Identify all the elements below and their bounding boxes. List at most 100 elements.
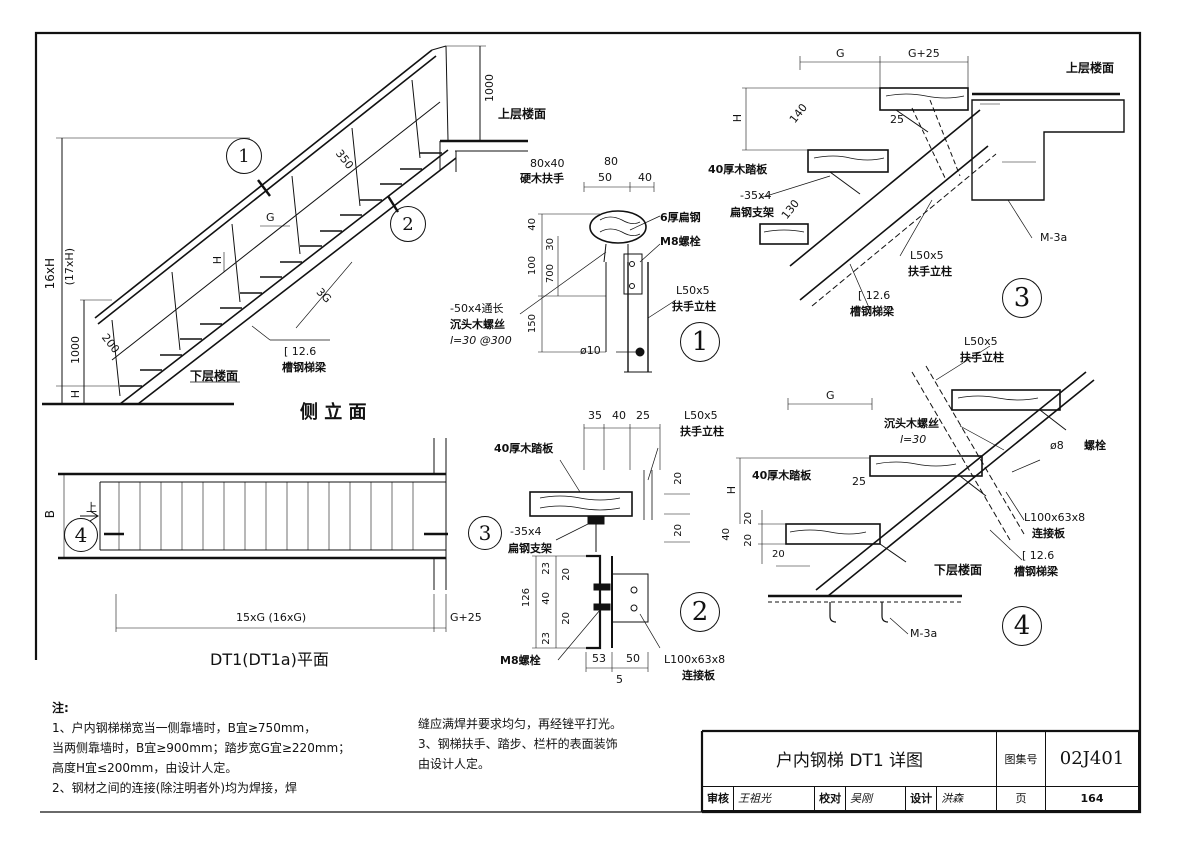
d3-beam-name: 槽钢梯梁 [850, 305, 894, 318]
d1-spacing: l=30 @300 [450, 334, 512, 347]
side-rail-height-top: 1000 [483, 74, 496, 102]
note-line-1: 1、户内钢梯梯宽当一侧靠墙时，B宜≥750mm， [52, 721, 317, 735]
d2-bracket-name: 扁钢支架 [508, 542, 552, 555]
sheet-frame [34, 31, 1142, 814]
side-detail1-ref-label: 1 [238, 145, 250, 167]
note-line-4: 2、钢材之间的连接(除注明者外)均为焊接，焊 [52, 781, 297, 795]
d1-dim-v700: 700 [545, 264, 556, 284]
side-beam-name: 槽钢梯梁 [282, 361, 326, 374]
d1-dim-v30: 30 [545, 238, 556, 251]
d2-dim-35: 35 [588, 409, 602, 422]
side-rail-height-bottom: 1000 [69, 336, 82, 364]
detail-4 [736, 345, 1095, 635]
d2-dim-20b: 20 [673, 524, 684, 537]
d1-handrail-size: 80x40 [530, 157, 565, 170]
drawing-title: 户内钢梯 DT1 详图 [702, 731, 997, 787]
plan-section-4-ref[interactable]: 4 [64, 518, 98, 552]
detail-2 [529, 424, 690, 672]
d1-post-size: L50x5 [676, 284, 710, 297]
review-signature: 王祖光 [732, 785, 816, 812]
d2-dim-53: 53 [592, 652, 606, 665]
side-stair-h: H [211, 256, 224, 265]
d2-plate-size: L100x63x8 [664, 653, 726, 666]
side-beam-size: [ 12.6 [284, 345, 317, 358]
d2-tread: 40厚木踏板 [494, 442, 554, 455]
page-number: 164 [1045, 785, 1139, 812]
d3-post-name: 扶手立柱 [908, 265, 952, 278]
side-height-total-alt: (17xH) [63, 248, 76, 286]
d1-handrail-name: 硬木扶手 [520, 172, 564, 185]
d4-lower-floor: 下层楼面 [934, 563, 983, 577]
note-line-3: 高度H宜≤200mm，由设计人定。 [52, 761, 238, 775]
notes-heading: 注: [52, 701, 69, 715]
d3-anchor: M-3a [1040, 231, 1068, 244]
side-treads [120, 152, 442, 387]
side-detail2-ref[interactable]: 2 [390, 206, 426, 242]
side-elevation [42, 45, 528, 406]
detail4-number: 4 [1002, 606, 1042, 646]
d4-dim-h: H [725, 486, 738, 495]
d2-dim-20a: 20 [673, 472, 684, 485]
detail-3 [742, 56, 1125, 311]
d2-post-size: L50x5 [684, 409, 718, 422]
plan-up: 上 [86, 501, 97, 514]
detail3-number: 3 [1002, 278, 1042, 318]
d4-dim-40: 40 [721, 528, 732, 541]
detail2-number: 2 [680, 592, 720, 632]
d2-dim-20c: 20 [561, 568, 572, 581]
side-height-total: 16xH [43, 258, 57, 290]
d3-beam-size: [ 12.6 [858, 289, 891, 302]
side-detail1-ref[interactable]: 1 [226, 138, 262, 174]
d4-post-name: 扶手立柱 [960, 351, 1004, 364]
d2-dim-40v: 40 [541, 592, 552, 605]
d1-bolt: M8螺栓 [660, 235, 701, 248]
plan-dim-length: 15xG (16xG) [236, 611, 307, 624]
notes-left: 注: 1、户内钢梯梯宽当一侧靠墙时，B宜≥750mm， 当两侧靠墙时，B宜≥90… [52, 698, 350, 798]
d1-post-name: 扶手立柱 [672, 300, 716, 313]
d4-tread: 40厚木踏板 [752, 469, 812, 482]
d3-bracket-size: -35x4 [740, 189, 772, 202]
d1-dim-v100: 100 [527, 256, 538, 276]
d2-dim-25: 25 [636, 409, 650, 422]
d2-dim-126: 126 [521, 588, 532, 608]
d2-post-name: 扶手立柱 [680, 425, 724, 438]
d2-bolt: M8螺栓 [500, 654, 541, 667]
note-line-2: 当两侧靠墙时，B宜≥900mm；踏步宽G宜≥220mm； [52, 741, 351, 755]
check-label: 校对 [814, 785, 847, 812]
side-detail2-ref-label: 2 [402, 213, 414, 235]
d1-dim-80: 80 [604, 155, 618, 168]
d4-beam-name: 槽钢梯梁 [1014, 565, 1058, 578]
plan-section-4-label: 4 [74, 523, 88, 547]
plan-treads [118, 482, 414, 550]
d1-dim-40: 40 [638, 171, 652, 184]
page-label: 页 [996, 785, 1046, 812]
detail2-number-label: 2 [691, 597, 709, 627]
d1-flat-steel: 6厚扁钢 [660, 211, 701, 224]
d4-beam-size: [ 12.6 [1022, 549, 1055, 562]
d3-bracket-name: 扁钢支架 [730, 206, 774, 219]
d2-dim-5: 5 [616, 673, 623, 686]
d3-dim-25: 25 [890, 113, 904, 126]
d2-dim-50: 50 [626, 652, 640, 665]
d4-bolt: 螺栓 [1084, 439, 1106, 452]
d4-dim-20a: 20 [743, 512, 754, 525]
detail1-number-label: 1 [691, 327, 709, 357]
note-line-5: 缝应满焊并要求均匀，再经锉平打光。 [418, 717, 623, 731]
d3-dim-h: H [731, 114, 744, 123]
d4-screw: 沉头木螺丝 [884, 417, 939, 430]
notes-right: 缝应满焊并要求均匀，再经锉平打光。 3、钢梯扶手、踏步、栏杆的表面装饰 由设计人… [418, 714, 622, 774]
check-signature: 吴刚 [845, 785, 907, 812]
d4-dim-25: 25 [852, 475, 866, 488]
plan-section-3-ref[interactable]: 3 [468, 516, 502, 550]
d4-post-size: L50x5 [964, 335, 998, 348]
d4-plate-size: L100x63x8 [1024, 511, 1086, 524]
d2-plate-name: 连接板 [682, 669, 715, 682]
detail4-number-label: 4 [1013, 611, 1031, 641]
plan-dim-b: B [43, 510, 57, 519]
design-label: 设计 [905, 785, 938, 812]
design-signature: 洪森 [936, 785, 997, 812]
plan-title: DT1(DT1a)平面 [210, 650, 329, 669]
detail1-number: 1 [680, 322, 720, 362]
side-dim-h-bottom: H [69, 390, 82, 399]
